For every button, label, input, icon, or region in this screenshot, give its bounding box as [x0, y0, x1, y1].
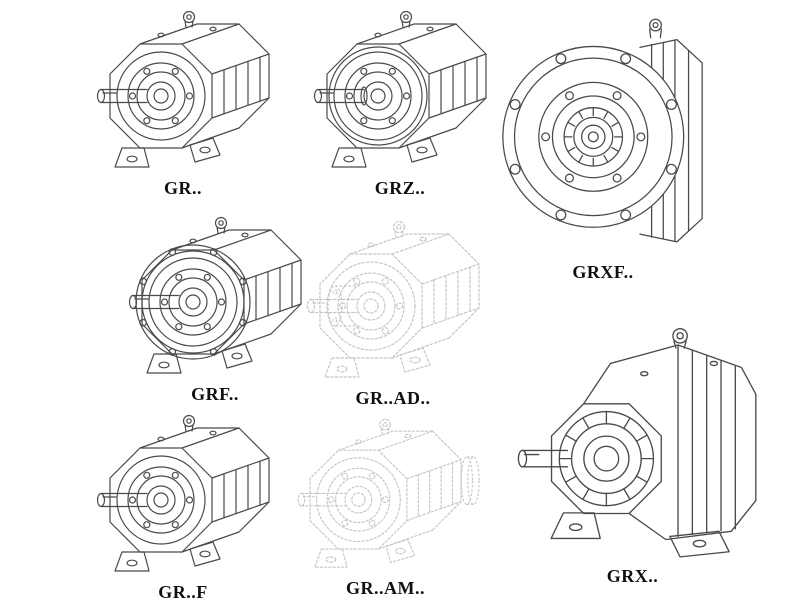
- grx-gearbox-drawing: [517, 327, 756, 558]
- gr-am-label: GR..AM..: [346, 578, 425, 598]
- grxf-label: GRXF..: [572, 262, 634, 282]
- gr-f-gearbox-drawing: [96, 414, 270, 572]
- gr-label: GR..: [164, 178, 202, 198]
- unit-gr-am: GR..AM..: [288, 412, 483, 599]
- gr-f-label: GR..F: [158, 582, 208, 600]
- gr-am-gearbox-drawing: [297, 418, 480, 568]
- unit-grx: GRX..: [500, 300, 765, 587]
- grxf-gearbox-drawing: [502, 18, 703, 243]
- unit-gr-f: GR..F: [88, 408, 278, 600]
- grz-label: GRZ..: [374, 178, 426, 198]
- grx-label: GRX..: [606, 566, 659, 586]
- unit-gr: GR..: [88, 4, 278, 199]
- unit-grf: GRF..: [120, 210, 310, 405]
- gr-ad-gearbox-drawing: [306, 220, 480, 378]
- grf-gearbox-drawing: [128, 216, 302, 374]
- grf-label: GRF..: [191, 384, 239, 404]
- gr-gearbox-drawing: [96, 10, 270, 168]
- unit-grxf: GRXF..: [498, 6, 708, 283]
- grz-gearbox-drawing: [313, 10, 487, 168]
- gr-ad-label: GR..AD..: [355, 388, 431, 408]
- unit-gr-ad: GR..AD..: [298, 214, 488, 409]
- unit-grz: GRZ..: [305, 4, 495, 199]
